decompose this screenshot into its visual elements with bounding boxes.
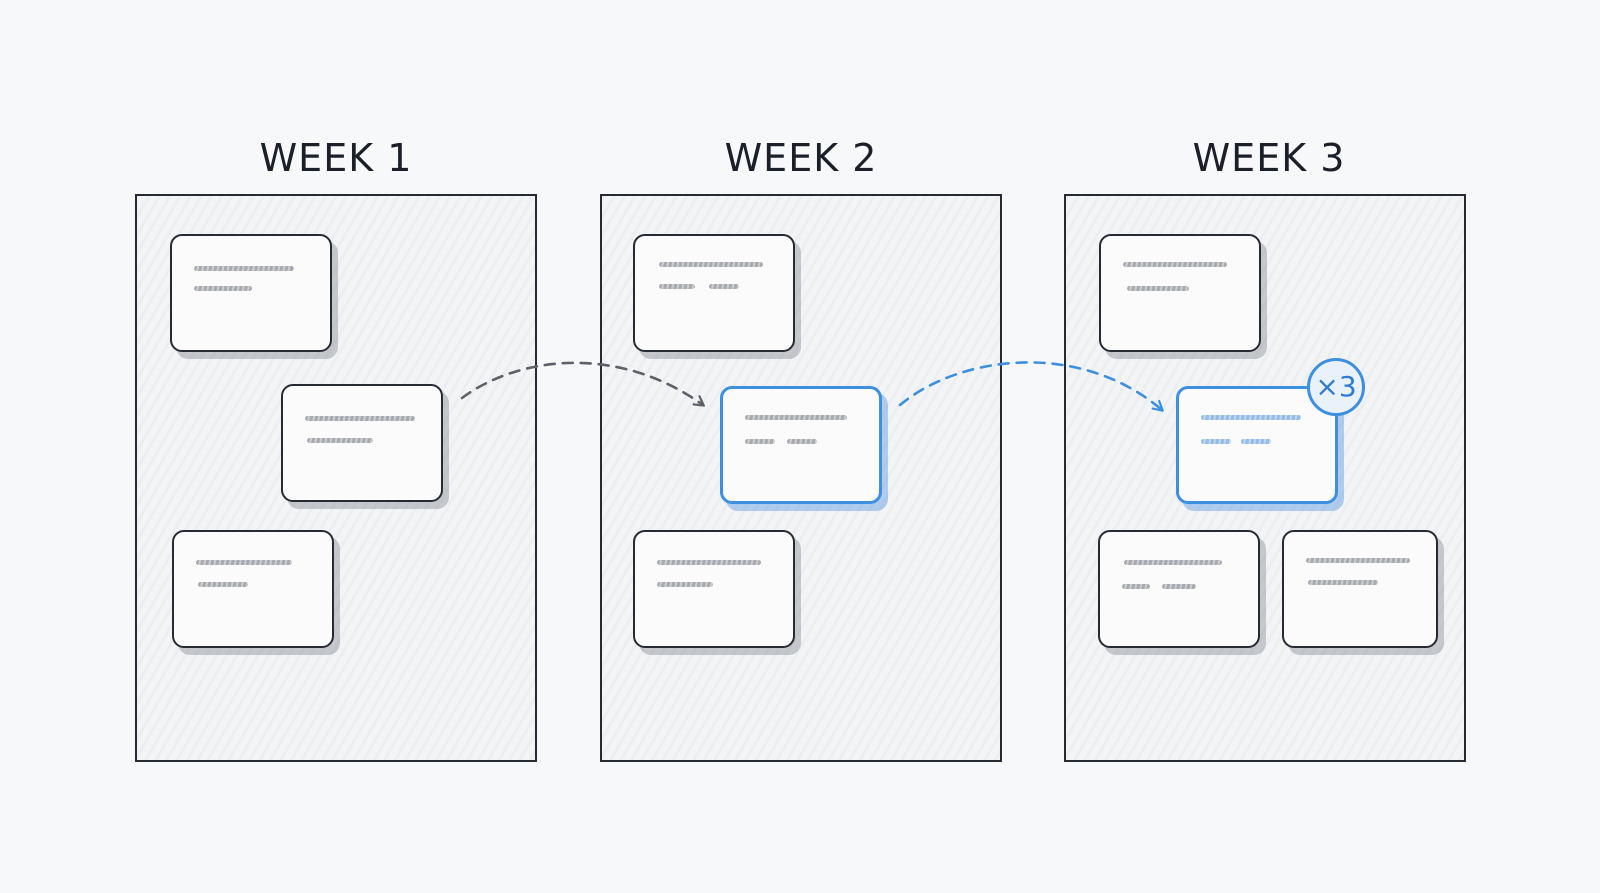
card-text-line [1127, 286, 1189, 291]
card-text-line [1308, 580, 1378, 585]
card-text-line [1122, 584, 1150, 589]
week-1-title: WEEK 1 [259, 136, 413, 180]
card-text-line [196, 560, 292, 565]
card-text-line [1124, 560, 1222, 565]
week-2-title: WEEK 2 [724, 136, 878, 180]
week-2-card-1 [633, 234, 795, 352]
week-2-column [600, 194, 1002, 762]
card-text-line [659, 284, 695, 289]
week-3-card-1 [1099, 234, 1261, 352]
card-text-line [787, 439, 817, 444]
card-text-line [1162, 584, 1196, 589]
week-1-column [135, 194, 537, 762]
card-text-line [1123, 262, 1227, 267]
week-1-card-3 [172, 530, 334, 648]
card-text-line [1306, 558, 1410, 563]
repeat-count-badge: ×3 [1307, 358, 1365, 416]
card-text-line [659, 262, 763, 267]
card-text-line [709, 284, 739, 289]
week-2-card-3 [633, 530, 795, 648]
week-2-card-moved [720, 386, 882, 504]
week-3-column [1064, 194, 1466, 762]
week-1-card-2 [281, 384, 443, 502]
week-3-card-3 [1098, 530, 1260, 648]
card-text-line [1201, 415, 1301, 420]
week-1-card-1 [170, 234, 332, 352]
card-text-line [198, 582, 248, 587]
card-text-line [745, 415, 847, 420]
card-text-line [305, 416, 415, 421]
card-text-line [1241, 439, 1271, 444]
card-text-line [1201, 439, 1231, 444]
card-text-line [745, 439, 775, 444]
week-3-title: WEEK 3 [1192, 136, 1346, 180]
card-text-line [194, 286, 252, 291]
card-text-line [657, 582, 713, 587]
week-3-card-repeated [1176, 386, 1338, 504]
card-text-line [657, 560, 761, 565]
week-3-card-4 [1282, 530, 1438, 648]
card-text-line [194, 266, 294, 271]
card-text-line [307, 438, 373, 443]
